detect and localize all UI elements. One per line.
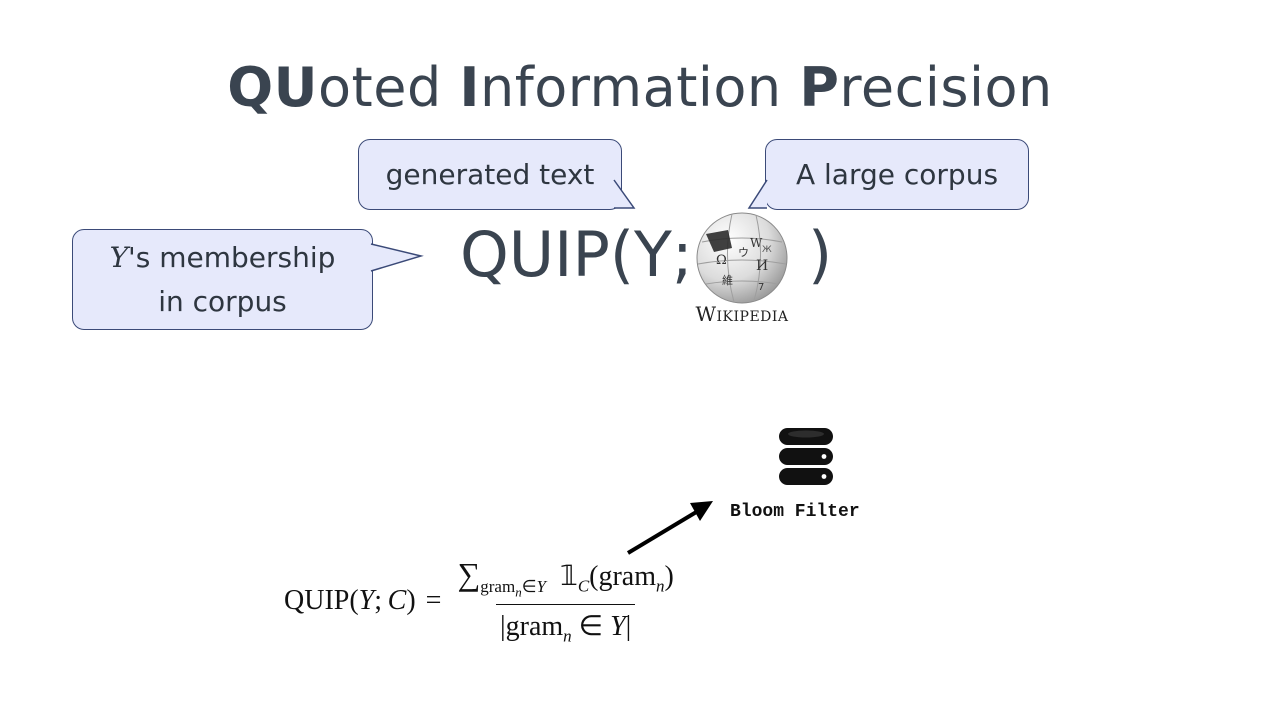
title-p: P (799, 56, 840, 119)
globe-glyph-zhe: Ж (762, 245, 772, 255)
globe-glyph-omega: Ω (716, 253, 727, 268)
formula-sum-symbol: ∑ (457, 556, 481, 592)
formula-num-gram: gram (598, 561, 657, 592)
formula-bar-left: | (500, 610, 506, 642)
generated-text-callout-tail (613, 179, 636, 209)
formula-lhs-args: (Y; C) (349, 585, 416, 617)
globe-glyph-seven: 7 (758, 282, 764, 293)
formula-indicator: 𝟙 (559, 561, 578, 592)
formula-fraction: ∑gramn∈Y 𝟙C(gramn) |gramn ∈ Y| (453, 556, 677, 647)
membership-rest: 's membership (128, 240, 336, 274)
formula-sum-gram: gram (480, 576, 516, 596)
large-corpus-label: A large corpus (795, 158, 999, 191)
formula-indicator-c: C (577, 576, 590, 596)
formula-den-n: n (563, 626, 572, 646)
arrow-to-bloom-filter (626, 501, 713, 555)
globe-glyph-wei: 維 (722, 274, 733, 287)
formula-denominator: |gramn ∈ Y| (496, 603, 636, 647)
globe-glyph-u: ウ (738, 246, 749, 259)
formula-sum-subscript: gramn∈Y (480, 576, 546, 599)
formula-sum-y: Y (536, 576, 546, 596)
title-i: I (459, 56, 480, 119)
formula-lhs-name: QUIP (284, 585, 350, 617)
membership-y-symbol: Y (109, 240, 129, 274)
formula-den-y: Y (610, 610, 626, 642)
large-corpus-callout: A large corpus (765, 139, 1029, 210)
globe-glyph-i: И (756, 258, 768, 274)
formula-sum-in: ∈ (521, 576, 537, 596)
title-oted: oted (318, 56, 460, 119)
formula-equals: = (425, 585, 442, 617)
membership-line-1: Y's membership (110, 236, 336, 280)
membership-callout-tail (370, 243, 424, 272)
formula-num-n: n (656, 576, 665, 596)
generated-text-label: generated text (385, 158, 595, 191)
wikipedia-wordmark: Wikipedia (695, 302, 789, 326)
globe-glyph-w: W (750, 236, 763, 250)
large-corpus-callout-tail (747, 179, 768, 209)
formula-lhs-c: C (387, 585, 407, 617)
title-recision: recision (839, 56, 1053, 119)
formula-numerator: ∑gramn∈Y 𝟙C(gramn) (457, 556, 674, 599)
wikipedia-globe-icon: W Ω И 維 ウ Ж 7 (696, 212, 788, 304)
bloom-filter-label: Bloom Filter (730, 502, 860, 522)
formula-lhs-y: Y (358, 585, 375, 617)
title-nformation: nformation (480, 56, 800, 119)
quip-expression-open: QUIP(Y; (460, 218, 693, 291)
formula-den-gram: gram (505, 610, 564, 642)
membership-callout: Y's membership in corpus (72, 229, 373, 330)
formula-bar-right: | (625, 610, 632, 642)
quip-expression-close: ) (808, 218, 833, 291)
generated-text-callout: generated text (358, 139, 622, 210)
formula-den-in: ∈ (578, 610, 604, 642)
membership-line-2: in corpus (158, 284, 287, 318)
quip-formula: QUIP(Y; C) = ∑gramn∈Y 𝟙C(gramn) |gramn ∈… (284, 556, 678, 647)
database-icon (779, 428, 833, 485)
formula-sum-n: n (515, 583, 522, 599)
title-q: QU (227, 56, 319, 119)
slide-title: QUoted Information Precision (0, 56, 1280, 119)
